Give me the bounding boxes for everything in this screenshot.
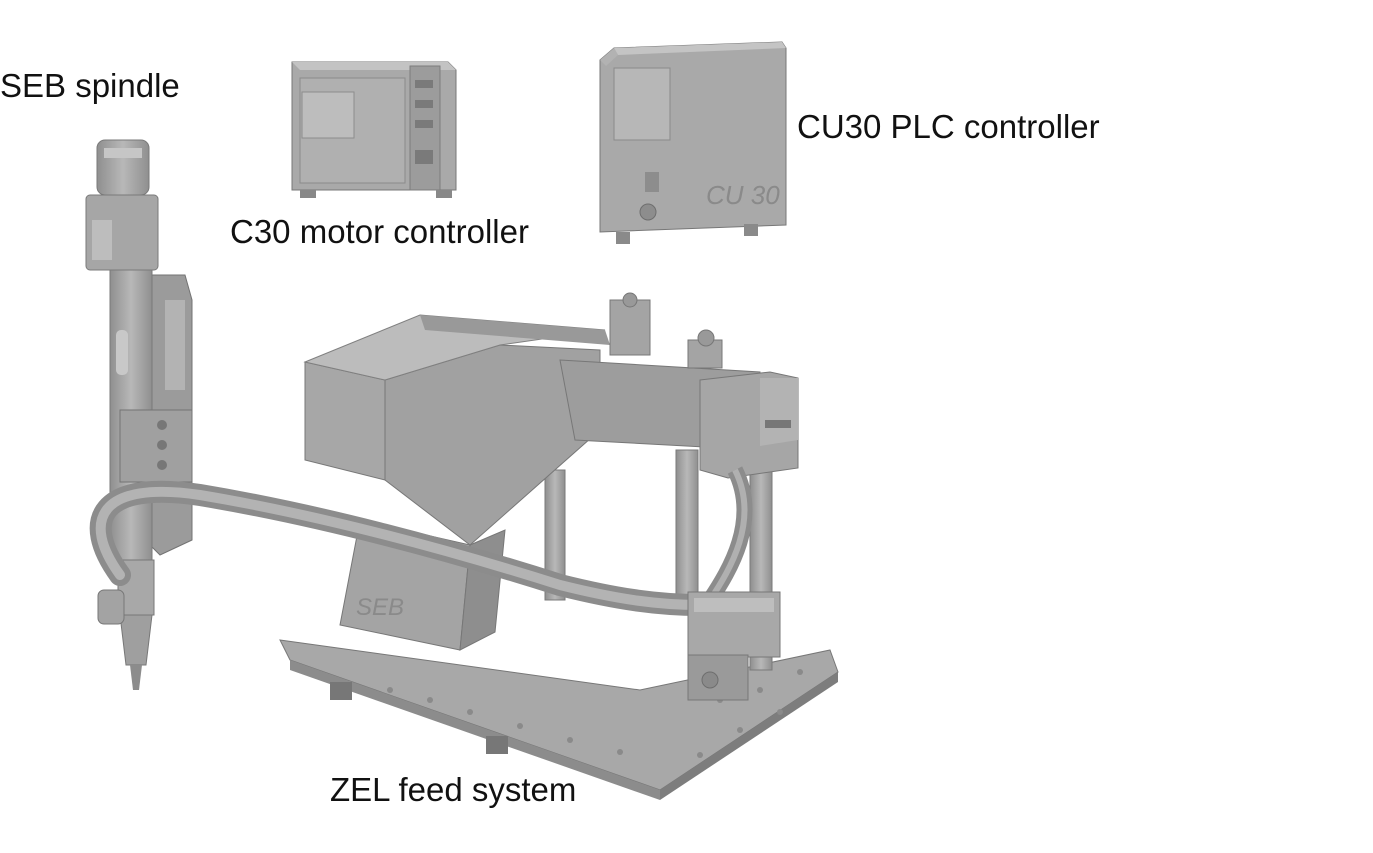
seb-spindle [85,139,193,690]
plc-front-mark: CU 30 [706,180,780,210]
zel-feed-system: SEB [89,292,839,800]
cu30-plc-controller-label: CU30 PLC controller [797,108,1100,145]
c30-motor-controller [291,61,457,198]
cu30-plc-controller: CU 30 [599,41,787,244]
seb-spindle-label: SEB spindle [0,67,180,104]
zel-feed-system-label: ZEL feed system [330,771,577,808]
c30-motor-controller-label: C30 motor controller [230,213,529,250]
feed-base-mark: SEB [356,594,404,621]
